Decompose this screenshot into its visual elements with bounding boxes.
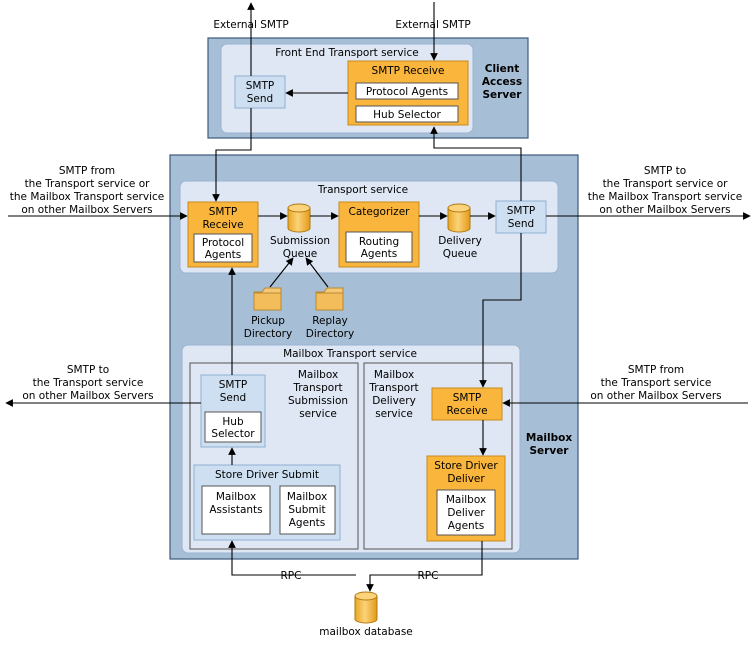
pickup-directory-folder-icon [253,287,282,311]
mailbox-deliver-agents-line3: Agents [448,520,485,532]
ts-send-to-fets-arrow [430,126,522,201]
mailbox-assistants-line2: Assistants [209,504,262,516]
routing-agents-line1: Routing [359,236,399,248]
mailbox-database-label: mailbox database [319,626,413,638]
mts-smtp-send-line2: Send [220,392,246,404]
in-left-line1: SMTP from [59,165,115,177]
out-left-line1: SMTP to [67,364,109,376]
mailbox-submit-agents-box [279,485,336,535]
sub-svc-line2: Transport [292,382,342,394]
routing-agents-box [345,231,413,263]
replay-directory-line1: Replay [312,315,348,327]
out-right-line3: the Mailbox Transport service [588,191,742,203]
database-to-submit-arrow [228,540,356,576]
mailbox-submit-agents-line1: Mailbox [287,491,327,503]
out-left-line3: on other Mailbox Servers [22,390,153,402]
rpc-right-label: RPC [418,570,439,582]
replay-to-queue-arrow [305,257,329,288]
out-right-line2: the Transport service or [603,178,729,190]
mts-hub-selector-line2: Selector [211,428,255,440]
fets-smtp-receive-label: SMTP Receive [372,65,445,77]
mts-smtp-receive-box [431,387,503,421]
in-right-line2: the Transport service [601,377,712,389]
ts-title: Transport service [317,184,408,196]
out-right-line1: SMTP to [644,165,686,177]
fets-hub-selector-box [355,105,459,123]
cas-label-line2: Access [482,76,522,88]
delivery-queue-cylinder [447,203,471,233]
ts-smtp-send-line1: SMTP [507,205,535,217]
pickup-to-queue-arrow [269,257,294,288]
mailbox-assistants-box [201,485,271,535]
fets-title: Front End Transport service [275,47,418,59]
out-left-line2: the Transport service [33,377,144,389]
pickup-directory-line1: Pickup [251,315,285,327]
ts-smtp-receive-line1: SMTP [209,206,237,218]
del-svc-line1: Mailbox [374,369,414,381]
del-svc-line2: Transport [368,382,418,394]
delivery-queue-line1: Delivery [438,235,482,247]
del-svc-line4: service [375,408,413,420]
mts-smtp-receive-line1: SMTP [453,392,481,404]
store-driver-deliver-line2: Deliver [447,473,485,485]
cas-label-line3: Server [482,89,522,101]
ts-send-to-mts-receive-arrow [479,233,522,388]
ts-smtp-send-line2: Send [508,218,534,230]
pickup-directory-line2: Directory [244,328,292,340]
delivery-queue-line2: Queue [443,248,478,260]
in-right-line3: on other Mailbox Servers [590,390,721,402]
mbx-server-line2: Server [529,445,569,457]
mailbox-assistants-line1: Mailbox [216,491,256,503]
mailbox-deliver-agents-box [436,489,496,536]
store-driver-deliver-line1: Store Driver [434,460,498,472]
in-right-line1: SMTP from [628,364,684,376]
mts-smtp-receive-line2: Receive [446,405,487,417]
sub-svc-line3: Submission [288,395,348,407]
store-driver-submit-label: Store Driver Submit [215,469,319,481]
in-left-line4: on other Mailbox Servers [21,204,152,216]
mailbox-database-cylinder [354,591,378,624]
fets-protocol-agents-box [355,82,459,100]
ts-smtp-receive-line2: Receive [202,219,243,231]
mts-hub-selector-box [204,411,262,443]
rpc-left-label: RPC [281,570,302,582]
mts-title: Mailbox Transport service [283,348,417,360]
replay-directory-line2: Directory [306,328,354,340]
external-smtp-in-label: External SMTP [395,19,470,31]
fets-send-to-ts-receive-arrow [212,108,252,202]
mailbox-deliver-agents-line1: Mailbox [446,494,486,506]
mts-smtp-send-line1: SMTP [219,379,247,391]
categorizer-label: Categorizer [349,206,411,218]
cas-label-line1: Client [485,63,520,75]
mbx-server-line1: Mailbox [526,432,572,444]
mailbox-deliver-agents-line2: Deliver [447,507,485,519]
fets-hub-selector-label: Hub Selector [373,109,441,121]
mailbox-submit-agents-line3: Agents [289,517,326,529]
del-svc-line3: Delivery [372,395,416,407]
fets-smtp-send-line1: SMTP [246,80,274,92]
fets-protocol-agents-label: Protocol Agents [366,86,448,98]
ts-protocol-agents-line2: Agents [205,249,242,261]
deliver-to-database-arrow [366,541,483,592]
submission-queue-cylinder [287,203,311,233]
fets-smtp-send-box [234,75,286,109]
submission-queue-line2: Queue [283,248,318,260]
in-left-line3: the Mailbox Transport service [10,191,164,203]
ts-protocol-agents-box [193,233,253,263]
sub-svc-line4: service [299,408,337,420]
mailbox-submit-agents-line2: Submit [288,504,325,516]
routing-agents-line2: Agents [361,248,398,260]
out-right-line4: on other Mailbox Servers [599,204,730,216]
mts-hub-selector-line1: Hub [222,416,244,428]
sub-svc-line1: Mailbox [298,369,338,381]
ts-protocol-agents-line1: Protocol [202,237,244,249]
replay-directory-folder-icon [315,287,344,311]
submission-queue-line1: Submission [270,235,330,247]
in-left-line2: the Transport service or [25,178,151,190]
fets-smtp-send-line2: Send [247,93,273,105]
